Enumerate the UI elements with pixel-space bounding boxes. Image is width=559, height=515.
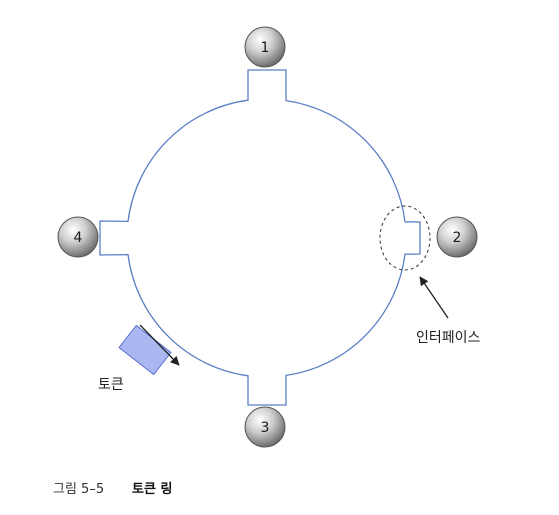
svg-text:1: 1 <box>261 40 270 56</box>
interface-highlight <box>379 205 431 271</box>
node-4: 4 <box>57 216 99 258</box>
node-1: 1 <box>244 26 286 68</box>
figure-number: 그림 5–5 <box>53 482 104 497</box>
figure-title: 토큰 링 <box>132 482 172 497</box>
token-direction-arrow <box>139 324 180 366</box>
node-2: 2 <box>436 216 478 258</box>
token-label: 토큰 <box>98 377 124 393</box>
svg-text:3: 3 <box>261 420 270 436</box>
svg-text:2: 2 <box>453 230 462 246</box>
ring <box>99 69 421 406</box>
interface-label: 인터페이스 <box>416 330 481 346</box>
token <box>118 324 172 376</box>
svg-text:4: 4 <box>74 230 83 246</box>
node-3: 3 <box>244 406 286 448</box>
interface-arrow <box>419 276 449 319</box>
